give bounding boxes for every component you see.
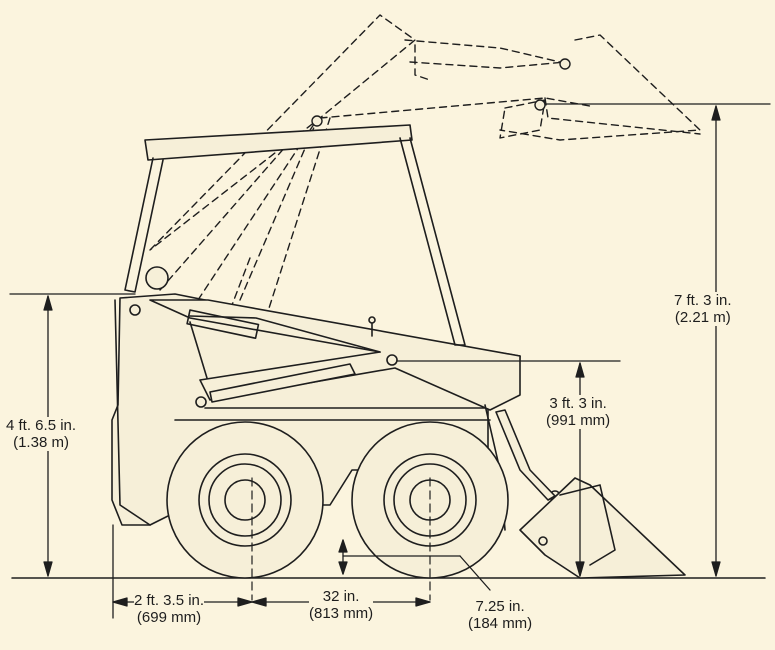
rear-panel	[114, 299, 151, 526]
axle-centerlines	[251, 477, 431, 601]
dim-ground-clearance: 7.25 in. (184 mm)	[468, 598, 533, 632]
dim-ground-clearance-imperial: 7.25 in.	[475, 598, 525, 615]
dim-canopy-height-metric: (1.38 m)	[13, 434, 69, 451]
bucket	[519, 477, 686, 579]
dim-ground-clearance-metric: (184 mm)	[468, 615, 533, 632]
raised-pivot-link	[534, 99, 546, 111]
dim-wheelbase: 32 in. (813 mm)	[309, 588, 374, 622]
rear-wheel	[166, 421, 324, 579]
front-wheel	[351, 421, 509, 579]
dim-hinge-height-imperial: 3 ft. 3 in.	[549, 395, 607, 412]
dim-canopy-height: 4 ft. 6.5 in. (1.38 m)	[6, 417, 77, 451]
raised-pivot-upper	[311, 115, 323, 127]
pivot-rear-lower	[195, 396, 207, 408]
lift-cylinder	[209, 363, 356, 403]
dim-rear-overhang-metric: (699 mm)	[136, 609, 202, 626]
control-knob	[368, 316, 376, 324]
pivot-rear	[129, 304, 141, 316]
dim-overall-height: 7 ft. 3 in. (2.21 m)	[674, 292, 732, 326]
operator-head	[145, 266, 169, 290]
raised-arm-dashed	[149, 14, 701, 373]
dim-wheelbase-imperial: 32 in.	[322, 588, 360, 605]
arm-plate	[186, 309, 260, 340]
dim-overall-height-metric: (2.21 m)	[674, 309, 731, 326]
raised-pivot-bucket	[559, 58, 571, 70]
seat-back	[189, 321, 211, 389]
dim-rear-overhang-imperial: 2 ft. 3.5 in.	[134, 592, 205, 609]
pivot-arm	[386, 354, 398, 366]
dim-hinge-height: 3 ft. 3 in. (991 mm)	[546, 395, 611, 429]
dim-rear-overhang: 2 ft. 3.5 in. (699 mm)	[134, 592, 205, 626]
canopy-post-rear	[124, 157, 164, 293]
canopy-post-front	[399, 137, 466, 346]
tilt-cylinder	[495, 409, 556, 501]
dim-canopy-height-imperial: 4 ft. 6.5 in.	[6, 417, 77, 434]
dim-hinge-height-metric: (991 mm)	[546, 412, 611, 429]
lift-arm-rail	[189, 315, 381, 353]
dim-wheelbase-metric: (813 mm)	[309, 605, 374, 622]
bucket-pin	[538, 536, 548, 546]
dim-overall-height-imperial: 7 ft. 3 in.	[674, 292, 732, 309]
lift-arm	[149, 299, 521, 411]
canopy-roof	[144, 124, 413, 161]
